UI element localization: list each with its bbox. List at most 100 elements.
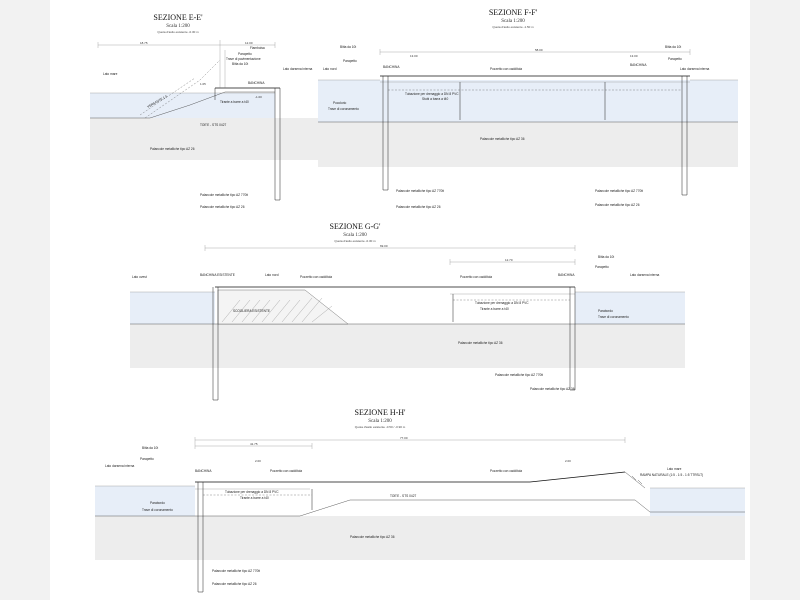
- section-e-label-1: Lato mare: [103, 72, 118, 76]
- section-h-seabed: [95, 499, 745, 517]
- section-g-note: Quota d'asilo esistente -0.30 m: [334, 239, 376, 243]
- section-h-label-15: Palancole metalliche tipo AZ 770tt: [212, 569, 260, 573]
- section-g-label-6: BANCHINA: [558, 273, 575, 277]
- technical-drawing: SEZIONE E-E' Scala 1:200 Quota d'asilo e…: [90, 8, 745, 593]
- section-h-label-5: Pozzetto con cadditoia: [270, 469, 302, 473]
- section-h-ground: [95, 516, 745, 560]
- section-g-pile-right: [569, 287, 576, 391]
- section-h-label-11: TOE'E - STS 0427: [390, 494, 416, 498]
- section-e-dim-1: 18.75: [140, 41, 148, 45]
- section-f-pile-left: [382, 76, 389, 191]
- section-f-dim-1: 58.00: [535, 48, 543, 52]
- section-e-dim-2: 12.00: [245, 41, 253, 45]
- section-h-dimline: [194, 437, 626, 443]
- section-e-seabed: [90, 91, 275, 119]
- section-f-pile-right: [681, 76, 688, 196]
- section-e-label-8: Tirante a barre a t40: [220, 100, 249, 104]
- section-g-hatching: [221, 297, 333, 323]
- section-g-label-5: Pozzetto con cadditoia: [460, 275, 492, 279]
- section-h-dim-1: 77.00: [400, 436, 408, 440]
- section-f: SEZIONE F-F' Scala 1:200 Quota d'asilo e…: [318, 8, 738, 209]
- section-f-dimline: [379, 49, 691, 55]
- section-f-water: [318, 80, 738, 122]
- section-f-label-16: Palancole metalliche tipo AZ 26: [396, 205, 441, 209]
- section-f-label-4: BANCHINA: [383, 65, 400, 69]
- section-f-dim-2: 13.00: [410, 54, 418, 58]
- section-f-label-18: Palancole metalliche tipo AZ 26: [595, 203, 640, 207]
- section-g-existing-rockfill: [217, 289, 349, 325]
- section-e-label-10: Palancole metalliche tipo AZ 26: [150, 147, 195, 151]
- section-f-label-5: Pozzetto con cadditoia: [490, 67, 522, 71]
- section-e-label-3: Parapetto: [238, 52, 252, 56]
- section-h-water-left: [95, 486, 195, 516]
- section-e-label-11: Palancole metalliche tipo AZ 770tt: [200, 193, 248, 197]
- section-g-label-14: Trave di coronamento: [598, 315, 629, 319]
- section-g-label-4: Pozzetto con cadditoia: [300, 275, 332, 279]
- section-e: SEZIONE E-E' Scala 1:200 Quota d'asilo e…: [90, 13, 320, 209]
- section-h-note: Quota d'asilo esistente -0.50 / -0.90 m: [355, 425, 406, 429]
- section-f-label-11: Tubazione per drenaggio a DN 8 PVC: [405, 92, 459, 96]
- section-e-label-12: Palancole metalliche tipo AZ 26: [200, 205, 245, 209]
- section-e-label-2: Fiamboisa: [250, 46, 265, 50]
- section-f-scale: Scala 1:200: [501, 19, 525, 24]
- section-h-dim-3: 2.00: [255, 459, 261, 463]
- section-e-slope-2: [139, 77, 196, 116]
- section-g-water-left: [130, 292, 215, 324]
- section-e-water: [90, 93, 275, 118]
- section-g-title: SEZIONE G-G': [330, 222, 382, 231]
- section-f-label-1: Bitta da 10t: [340, 45, 356, 49]
- section-e-note: Quota d'asilo esistente -0.30 m: [157, 30, 199, 34]
- section-h-label-16: Palancole metalliche tipo AZ 26: [212, 582, 257, 586]
- section-g-water-right: [575, 292, 685, 324]
- section-g-dimline: [204, 245, 576, 251]
- section-h-label-6: Pozzetto con cadditoia: [490, 469, 522, 473]
- section-h-dim-4: 2.00: [565, 459, 571, 463]
- section-g-scale: Scala 1:200: [343, 233, 367, 238]
- section-g: SEZIONE G-G' Scala 1:200 Quota d'asilo e…: [130, 222, 685, 401]
- section-f-label-17: Palancole metalliche tipo AZ 770tt: [595, 189, 643, 193]
- section-e-slope: [144, 59, 221, 119]
- section-e-dim-3: 1.05: [200, 82, 206, 86]
- section-f-label-14: Palancole metalliche tipo AZ 36: [480, 137, 525, 141]
- section-g-ground: [130, 324, 685, 368]
- section-g-label-15: Palancole metalliche tipo AZ 36: [458, 341, 503, 345]
- section-e-dim-4: -1.00: [255, 95, 262, 99]
- section-f-inner-piles: [459, 82, 606, 120]
- section-e-parapet: [219, 40, 226, 88]
- section-h: SEZIONE H-H' Scala 1:200 Quota d'asilo e…: [95, 408, 745, 593]
- section-f-dim-3: 13.00: [630, 54, 638, 58]
- section-f-label-8: Parapetto: [668, 57, 682, 61]
- section-e-label-5: Bitta da 10t: [232, 62, 248, 66]
- section-g-pile-left: [212, 287, 219, 401]
- section-g-label-11: Tubazione per drenaggio a DN 8 PVC: [475, 301, 529, 305]
- section-f-label-6: BANCHINA: [630, 63, 647, 67]
- section-f-label-10: Pocolorio: [333, 101, 347, 105]
- section-g-label-16: Palancole metalliche tipo AZ 770tt: [495, 373, 543, 377]
- section-g-label-12: Tirante a barre a t40: [480, 307, 509, 311]
- section-f-label-13: Trave di coronamento: [328, 107, 359, 111]
- section-h-label-1: Bitta da 10t: [142, 446, 158, 450]
- section-h-label-3: Lato darsena interna: [105, 464, 134, 468]
- section-f-label-2: Parapetto: [343, 59, 357, 63]
- section-f-label-9: Lato darsena interna: [680, 67, 709, 71]
- section-h-title: SEZIONE H-H': [355, 408, 407, 417]
- section-h-label-13: RAMPA NATURALE (1:5 - 1:5 - 1:5 TTRSLT): [640, 473, 703, 477]
- section-g-label-2: BANCHINA ESISTENTE: [200, 273, 235, 277]
- section-h-label-9: Parabordo: [150, 501, 165, 505]
- section-h-label-14: Palancole metalliche tipo AZ 36: [350, 535, 395, 539]
- section-e-label-9: TOE'E - STS 0427: [200, 123, 226, 127]
- drawing-sheet: SEZIONE E-E' Scala 1:200 Quota d'asilo e…: [50, 0, 750, 600]
- section-h-dimline-2: [194, 443, 313, 449]
- section-h-label-2: Parapetto: [140, 457, 154, 461]
- section-g-dimline-2: [449, 259, 576, 265]
- section-f-label-3: Lato nord: [323, 67, 337, 71]
- section-e-scale: Scala 1:200: [166, 24, 190, 29]
- section-g-label-13: Parabordo: [598, 309, 613, 313]
- section-h-waterline: [95, 485, 745, 489]
- section-e-label-7: BANCHINA: [248, 81, 265, 85]
- section-g-label-3: Lato nord: [265, 273, 279, 277]
- section-h-ramp-steps: [624, 471, 646, 489]
- section-h-label-8: Tirante a barre a t40: [240, 496, 269, 500]
- section-h-label-10: Trave di coronamento: [142, 508, 173, 512]
- section-h-label-12: Lato mare: [667, 467, 682, 471]
